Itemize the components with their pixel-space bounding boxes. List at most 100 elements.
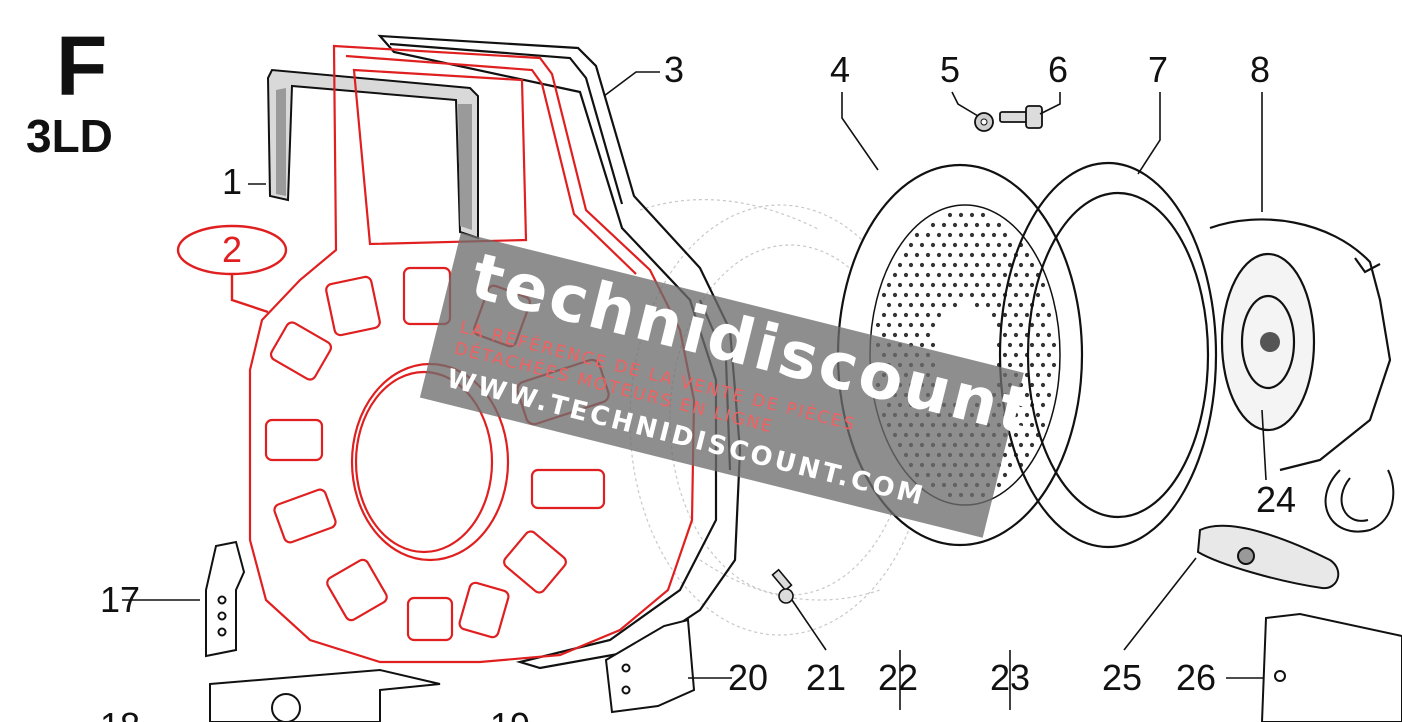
perforation-hole [897,282,903,288]
perforation-hole [985,242,991,248]
perforation-hole [1029,442,1035,448]
perforation-hole [1013,412,1019,418]
perforation-hole [936,252,942,258]
perforation-hole [991,272,997,278]
callout-2-highlight-ring [176,224,288,314]
perforation-hole [947,252,953,258]
perforation-hole [974,222,980,228]
perforation-hole [1002,452,1008,458]
perforation-hole [1046,312,1052,318]
callout-18: 18 [100,705,140,722]
perforation-hole [1002,472,1008,478]
perforation-hole [1051,342,1057,348]
perforation-hole [1040,282,1046,288]
perforation-hole [1007,322,1013,328]
perforation-hole [1035,412,1041,418]
perforation-hole [952,242,958,248]
perforation-hole [952,282,958,288]
callout-26: 26 [1176,657,1216,698]
perforation-hole [947,212,953,218]
perforation-hole [930,282,936,288]
perforation-hole [980,292,986,298]
perforation-hole [1029,422,1035,428]
perforation-hole [1013,352,1019,358]
perforation-hole [1007,262,1013,268]
part-17-bracket [205,540,246,658]
perforation-hole [974,262,980,268]
perforation-hole [1018,342,1024,348]
callout-19: 19 [490,705,530,722]
perforation-hole [930,242,936,248]
perforation-hole [936,272,942,278]
perforation-hole [991,312,997,318]
perforation-hole [1046,352,1052,358]
perforation-hole [1024,412,1030,418]
perforation-hole [914,292,920,298]
perforation-hole [936,312,942,318]
perforation-hole [908,282,914,288]
perforation-hole [1007,342,1013,348]
perforation-hole [985,222,991,228]
perforation-hole [903,312,909,318]
perforation-hole [892,272,898,278]
perforation-hole [958,292,964,298]
perforation-hole [1007,362,1013,368]
perforation-hole [947,292,953,298]
perforation-hole [996,482,1002,488]
perforation-hole [996,282,1002,288]
perforation-hole [996,262,1002,268]
perforation-hole [1046,332,1052,338]
perforation-hole [985,302,991,308]
part-8-pulley [1209,218,1392,472]
perforation-hole [897,322,903,328]
perforation-hole [892,332,898,338]
perforation-hole [1024,392,1030,398]
perforation-hole [1029,382,1035,388]
perforation-hole [1035,352,1041,358]
perforation-hole [925,312,931,318]
perforation-hole [930,262,936,268]
perforation-hole [1018,422,1024,428]
part-25-pin [1196,524,1340,590]
callout-24: 24 [1256,479,1296,520]
perforation-hole [1002,252,1008,258]
perforation-hole [1013,312,1019,318]
perforation-hole [925,332,931,338]
perforation-hole [947,232,953,238]
perforation-hole [1024,272,1030,278]
perforation-hole [1007,242,1013,248]
part-20-bracket [604,618,696,714]
perforation-hole [925,272,931,278]
perforation-hole [963,242,969,248]
callout-8: 8 [1250,49,1270,90]
perforation-hole [875,322,881,328]
perforation-hole [1029,322,1035,328]
callout-2: 2 [222,229,242,270]
perforation-hole [1035,312,1041,318]
perforation-hole [914,232,920,238]
perforation-hole [991,232,997,238]
perforation-hole [1040,302,1046,308]
perforation-hole [1013,292,1019,298]
part-18-bracket [209,668,441,722]
perforation-hole [886,302,892,308]
callout-23: 23 [990,657,1030,698]
perforation-hole [980,272,986,278]
perforation-hole [903,332,909,338]
part-7-ring [998,161,1218,549]
perforation-hole [1018,442,1024,448]
perforation-hole [991,252,997,258]
perforation-hole [1046,372,1052,378]
perforation-hole [974,302,980,308]
perforation-hole [1035,332,1041,338]
callout-21: 21 [806,657,846,698]
perforation-hole [1018,282,1024,288]
perforation-hole [930,222,936,228]
perforation-hole [908,302,914,308]
perforation-hole [1040,322,1046,328]
perforation-hole [958,252,964,258]
perforation-hole [914,252,920,258]
perforation-hole [897,262,903,268]
perforation-hole [958,272,964,278]
perforation-hole [980,232,986,238]
